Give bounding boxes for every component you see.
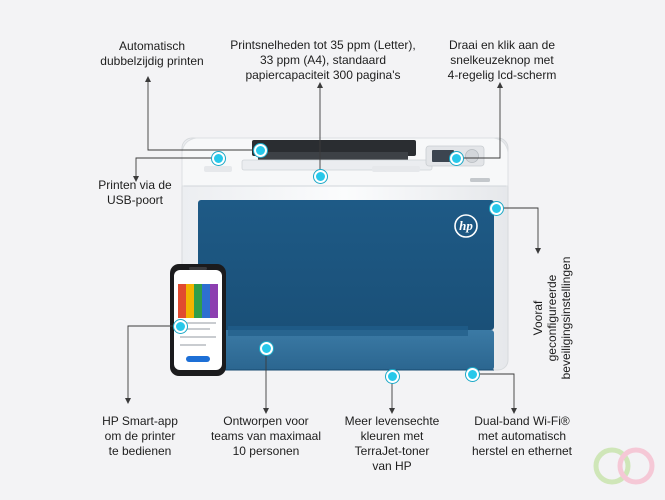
hotspot-usb[interactable] — [212, 152, 225, 165]
hotspot-speed[interactable] — [314, 170, 327, 183]
feature-wifi-label: Dual-band Wi-Fi® met automatisch herstel… — [471, 414, 573, 458]
hotspot-wifi[interactable] — [466, 368, 479, 381]
feature-security-label: Vooraf geconfigureerde beveiligingsinste… — [531, 256, 573, 380]
feature-usb-label: Printen via de USB-poort — [98, 178, 172, 207]
feature-lcd-label: Draai en klik aan de snelkeuzeknop met 4… — [447, 38, 557, 82]
hotspot-app[interactable] — [174, 320, 187, 333]
feature-speed-label: Printsnelheden tot 35 ppm (Letter), 33 p… — [230, 38, 416, 82]
leader-lines — [127, 80, 539, 410]
printer-front-panel — [198, 200, 494, 330]
feature-app-label: HP Smart-app om de printer te bedienen — [102, 414, 178, 458]
hotspot-duplex[interactable] — [254, 144, 267, 157]
leader-arrowheads — [125, 76, 541, 414]
hotspot-security[interactable] — [490, 202, 503, 215]
hotspot-lcd[interactable] — [450, 152, 463, 165]
hp-logo: hp — [459, 218, 473, 233]
feature-colors-label: Meer levensechte kleuren met TerraJet-to… — [344, 414, 440, 473]
paper-tray — [198, 326, 494, 371]
smartphone — [170, 264, 226, 376]
hotspot-colors[interactable] — [386, 370, 399, 383]
feature-duplex-label: Automatisch dubbelzijdig printen — [100, 39, 204, 68]
hotspot-teams[interactable] — [260, 342, 273, 355]
feature-teams-label: Ontworpen voor teams van maximaal 10 per… — [210, 414, 322, 458]
